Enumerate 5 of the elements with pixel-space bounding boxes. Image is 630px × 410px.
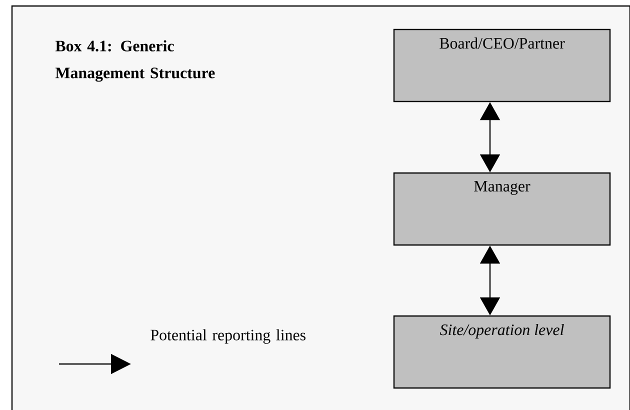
process-box: Site/operation level — [393, 315, 611, 389]
title: Box 4.1: Generic Management Structure — [55, 40, 215, 82]
legend-text: Potential reporting lines — [150, 329, 306, 344]
process-box: Board/CEO/Partner — [393, 28, 611, 102]
process-box: Manager — [393, 172, 611, 246]
